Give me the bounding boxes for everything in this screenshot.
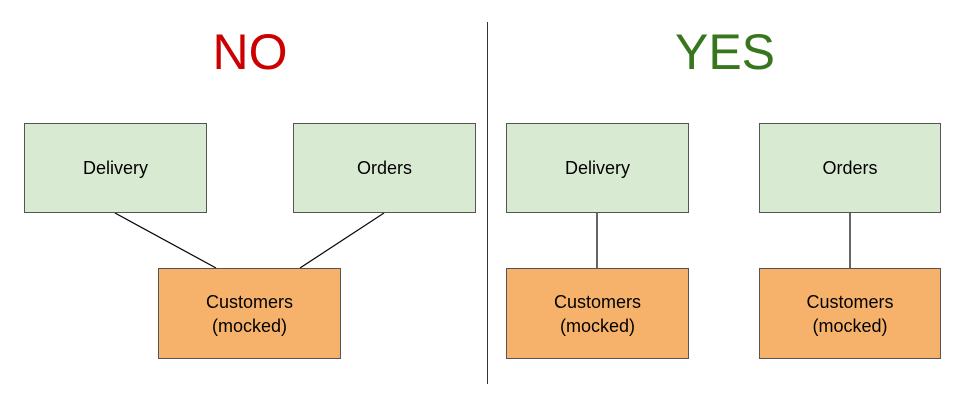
yes-customers-mocked-box-orders: Customers (mocked) [759, 268, 941, 359]
yes-customers-b-mocked-label: (mocked) [812, 315, 888, 336]
no-orders-box: Orders [293, 123, 476, 213]
no-customers-mocked-label: (mocked) [211, 315, 287, 336]
no-heading: NO [212, 24, 288, 80]
yes-customers-a-mocked-label: (mocked) [559, 315, 635, 336]
yes-customers-b-label: Customers [806, 291, 894, 312]
no-orders-label: Orders [356, 158, 412, 178]
no-customers-mocked-box: Customers (mocked) [158, 268, 341, 359]
yes-customers-mocked-box-delivery: Customers (mocked) [506, 268, 689, 359]
connector-no-orders-customers [299, 212, 385, 269]
no-customers-label: Customers [205, 291, 294, 312]
yes-orders-box: Orders [759, 123, 941, 213]
panel-divider [487, 22, 488, 384]
yes-heading: YES [674, 24, 776, 80]
yes-delivery-box: Delivery [506, 123, 689, 213]
no-delivery-label: Delivery [82, 158, 148, 178]
yes-customers-a-label: Customers [553, 291, 642, 312]
connector-no-delivery-customers [114, 212, 217, 269]
yes-orders-label: Orders [822, 158, 878, 178]
yes-delivery-label: Delivery [564, 158, 630, 178]
no-delivery-box: Delivery [24, 123, 207, 213]
